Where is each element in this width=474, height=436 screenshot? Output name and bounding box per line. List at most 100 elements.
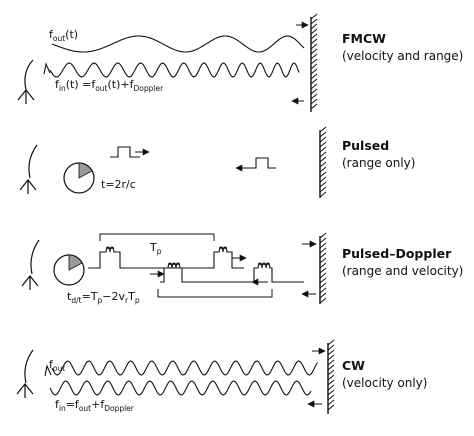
hatch-line: [310, 43, 318, 50]
hatch-line: [319, 282, 327, 289]
panel-title-pulsed-doppler: Pulsed–Doppler: [342, 246, 452, 261]
hatch-line: [319, 181, 327, 188]
hatch-line: [327, 374, 335, 381]
outgoing-pulse: [110, 146, 140, 158]
hatch-line: [319, 267, 327, 274]
hatch-line: [310, 73, 318, 80]
hatch-line: [319, 161, 327, 168]
hatch-line: [310, 18, 318, 25]
hatch-line: [319, 126, 327, 133]
panel-cw: CW (velocity only) fout fin=fout+fDopple…: [16, 339, 427, 414]
hatch-line: [327, 364, 335, 371]
hatch-line: [310, 33, 318, 40]
hatch-line: [319, 191, 327, 198]
hatch-line: [327, 379, 335, 386]
hatch-line: [327, 349, 335, 356]
clock-icon: [53, 254, 85, 286]
hatch-line: [327, 389, 335, 396]
panel-subtitle-pulsed-doppler: (range and velocity): [342, 264, 463, 278]
antenna-icon: [21, 239, 40, 290]
received-wave: [49, 380, 312, 396]
panel-pulsed: Pulsed (range only) t=2r/c: [19, 126, 415, 198]
hatch-line: [310, 28, 318, 35]
echo-pulse: [250, 157, 276, 169]
hatch-line: [310, 83, 318, 90]
hatch-line: [310, 103, 318, 110]
hatch-line: [327, 359, 335, 366]
hatch-line: [310, 23, 318, 30]
hatch-line: [310, 88, 318, 95]
hatch-line: [319, 262, 327, 269]
hatch-line: [310, 53, 318, 60]
tx-frequency-label: fout: [49, 358, 65, 373]
hatch-line: [319, 146, 327, 153]
hatch-line: [319, 166, 327, 173]
hatch-line: [327, 339, 335, 346]
clock-icon: [63, 162, 95, 194]
hatch-line: [310, 48, 318, 55]
panel-pulsed-doppler: Tp Pulsed–Doppler (range and velocity) t…: [21, 232, 463, 305]
rx-frequency-label: fin=fout+fDoppler: [55, 398, 135, 413]
panel-subtitle-cw: (velocity only): [342, 376, 427, 390]
hatch-line: [319, 186, 327, 193]
transmitted-pulse-train: [88, 246, 244, 269]
hatch-line: [319, 151, 327, 158]
panel-title-cw: CW: [342, 358, 365, 373]
period-bracket: [99, 233, 215, 241]
hatch-line: [319, 297, 327, 304]
hatch-line: [319, 247, 327, 254]
hatch-line: [310, 38, 318, 45]
hatch-line: [319, 242, 327, 249]
wall-hatch: [327, 339, 335, 411]
hatch-line: [319, 252, 327, 259]
hatch-line: [310, 58, 318, 65]
hatch-line: [327, 369, 335, 376]
hatch-line: [310, 93, 318, 100]
hatch-line: [319, 257, 327, 264]
transmitted-wave: [51, 360, 318, 376]
hatch-line: [310, 68, 318, 75]
hatch-line: [327, 384, 335, 391]
panel-subtitle-fmcw: (velocity and range): [342, 49, 463, 63]
hatch-line: [327, 404, 335, 411]
wall-hatch: [319, 126, 327, 198]
received-chirp-wave: [49, 62, 300, 78]
hatch-line: [327, 394, 335, 401]
hatch-line: [319, 141, 327, 148]
panel-subtitle-pulsed: (range only): [342, 156, 415, 170]
tx-frequency-label: fout(t): [49, 28, 78, 43]
hatch-line: [319, 272, 327, 279]
incoming-arrowhead: [43, 62, 51, 75]
hatch-line: [319, 156, 327, 163]
hatch-line: [319, 131, 327, 138]
hatch-line: [319, 237, 327, 244]
period-label: Tp: [149, 241, 162, 256]
round-trip-time-label: t=2r/c: [101, 178, 136, 191]
hatch-line: [310, 13, 318, 20]
hatch-line: [319, 176, 327, 183]
wall-hatch: [310, 13, 318, 110]
panel-title-pulsed: Pulsed: [342, 138, 389, 153]
doppler-time-label: td/t=Tp−2vrTp: [67, 290, 140, 305]
panel-fmcw: FMCW (velocity and range) fout(t) fin(t)…: [17, 13, 463, 112]
antenna-icon: [16, 349, 34, 398]
hatch-line: [319, 277, 327, 284]
rx-frequency-label: fin(t) =fout(t)+fDoppler: [55, 78, 164, 93]
wall-hatch: [319, 232, 327, 304]
hatch-line: [319, 232, 327, 239]
antenna-icon: [19, 144, 38, 194]
hatch-line: [319, 171, 327, 178]
hatch-line: [327, 399, 335, 406]
hatch-line: [319, 292, 327, 299]
transmitted-chirp-wave: [51, 35, 305, 53]
hatch-line: [327, 354, 335, 361]
hatch-line: [327, 344, 335, 351]
delay-bracket: [157, 289, 273, 298]
hatch-line: [310, 98, 318, 105]
hatch-line: [310, 78, 318, 85]
antenna-icon: [17, 59, 35, 104]
panel-title-fmcw: FMCW: [342, 31, 386, 46]
hatch-line: [319, 136, 327, 143]
